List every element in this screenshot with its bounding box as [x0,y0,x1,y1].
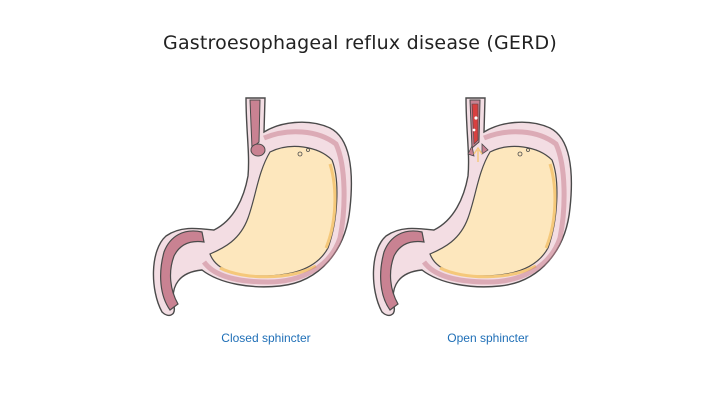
caption-closed-sphincter: Closed sphincter [221,331,311,345]
caption-open-sphincter: Open sphincter [447,331,529,345]
gas-bubble [306,148,310,152]
gas-bubble [526,148,530,152]
lower-esophageal-sphincter-open [467,144,475,157]
stomach-open-sphincter-illustration [360,90,600,322]
gas-bubble [517,151,523,157]
mucosa-fold [439,264,537,279]
stomach-lumen [429,145,558,277]
lower-esophageal-sphincter-open [481,143,489,155]
stomach-closed-sphincter-illustration [140,90,380,322]
reflux-droplet [474,116,478,120]
slide-title: Gastroesophageal reflux disease (GERD) [163,32,557,54]
stomach-muscle-line [201,129,347,285]
lower-esophageal-sphincter-closed [250,143,266,157]
stomach-lumen [209,145,338,277]
duodenum [160,230,205,311]
esophagus-muscle [249,99,261,150]
gas-bubble [297,151,303,157]
reflux-flow-arrow [473,146,483,162]
mucosa-fold [219,264,317,279]
stomach-muscle-line [421,129,567,285]
reflux-droplet [472,128,476,132]
duodenum [380,230,425,311]
mucosa-fold [544,163,557,249]
mucosa-fold [324,163,337,249]
